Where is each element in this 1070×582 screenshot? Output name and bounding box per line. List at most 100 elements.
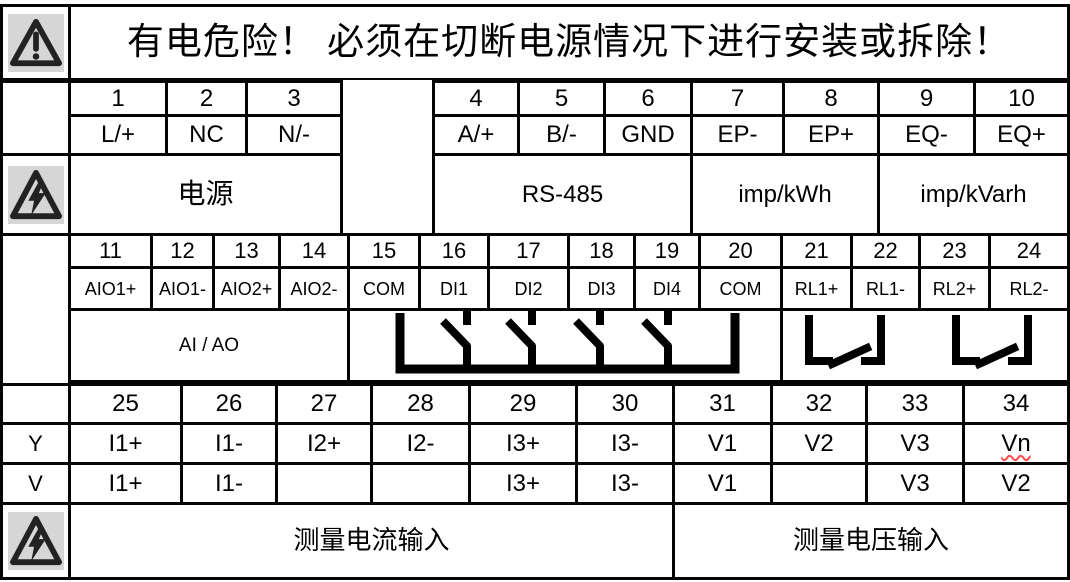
row-y-terminal-33: V3: [865, 422, 965, 465]
row-v-terminal-25: I1+: [68, 462, 183, 505]
row-y-terminal-29: I3+: [468, 422, 578, 465]
terminal-label-4: A/+: [432, 114, 520, 156]
terminal-number-25: 25: [68, 383, 183, 425]
terminal-number-32: 32: [770, 383, 868, 425]
terminal-number-24: 24: [988, 233, 1070, 269]
terminal-label-3: N/-: [245, 114, 343, 156]
row-y-terminal-27: I2+: [275, 422, 373, 465]
terminal-number-27: 27: [275, 383, 373, 425]
terminal-number-14: 14: [278, 233, 350, 269]
row-v-terminal-32: [770, 462, 868, 505]
row-y-terminal-32: V2: [770, 422, 868, 465]
terminal-number-16: 16: [418, 233, 490, 269]
group-label-ai-ao: AI / AO: [68, 308, 350, 383]
row-y-terminal-25: I1+: [68, 422, 183, 465]
row-y-terminal-28: I2-: [370, 422, 471, 465]
hazard-warning-title: 有电危险！ 必须在切断电源情况下进行安装或拆除！: [68, 4, 1070, 81]
warning-icon-background: [7, 13, 64, 72]
terminal-label-1: L/+: [68, 114, 168, 156]
shock-icon-cell-bottom: [0, 502, 71, 580]
left-spacer-cell: [0, 383, 71, 425]
wiring-mode-y-label: Y: [0, 422, 71, 465]
terminal-label-16: DI1: [418, 266, 490, 311]
group-label-imp-kwh: imp/kWh: [690, 153, 880, 236]
row-v-terminal-29: I3+: [468, 462, 578, 505]
shock-icon-cell: [0, 153, 71, 236]
row-y-terminal-30: I3-: [575, 422, 675, 465]
terminal-number-33: 33: [865, 383, 965, 425]
terminal-number-30: 30: [575, 383, 675, 425]
terminal-label-2: NC: [165, 114, 248, 156]
general-warning-icon: [9, 18, 62, 66]
shock-icon-background: [7, 512, 64, 570]
terminal-number-9: 9: [877, 80, 976, 117]
group-label-imp-kvarh: imp/kVarh: [877, 153, 1070, 236]
terminal-number-2: 2: [165, 80, 248, 117]
terminal-number-22: 22: [850, 233, 921, 269]
digital-input-switches-icon: [395, 311, 740, 374]
terminal-number-6: 6: [603, 80, 693, 117]
terminal-number-5: 5: [517, 80, 606, 117]
terminal-number-23: 23: [918, 233, 991, 269]
row-v-terminal-34: V2: [962, 462, 1070, 505]
digital-input-symbol-cell: [347, 308, 783, 383]
terminal-number-10: 10: [973, 80, 1070, 117]
terminal-number-4: 4: [432, 80, 520, 117]
terminal-label-13: AIO2+: [212, 266, 281, 311]
terminal-label-10: EQ+: [973, 114, 1070, 156]
group-label-power: 电源: [68, 153, 343, 236]
terminal-label-14: AIO2-: [278, 266, 350, 311]
relay-contacts-icon: [805, 315, 1032, 370]
row-v-terminal-31: V1: [672, 462, 773, 505]
terminal-number-8: 8: [782, 80, 880, 117]
terminal-label-7: EP-: [690, 114, 785, 156]
group-label-current-input: 测量电流输入: [68, 502, 675, 580]
terminal-label-11: AIO1+: [68, 266, 153, 311]
terminal-label-8: EP+: [782, 114, 880, 156]
terminal-number-12: 12: [150, 233, 215, 269]
electric-shock-icon: [9, 515, 62, 566]
terminal-label-19: DI4: [633, 266, 701, 311]
terminal-number-15: 15: [347, 233, 421, 269]
row-v-terminal-30: I3-: [575, 462, 675, 505]
terminal-number-17: 17: [487, 233, 570, 269]
spacer-column: [340, 80, 435, 236]
terminal-number-7: 7: [690, 80, 785, 117]
terminal-label-9: EQ-: [877, 114, 976, 156]
row-v-terminal-26: I1-: [180, 462, 278, 505]
terminal-label-21: RL1+: [780, 266, 853, 311]
terminal-label-15: COM: [347, 266, 421, 311]
terminal-number-13: 13: [212, 233, 281, 269]
terminal-label-20: COM: [698, 266, 783, 311]
shock-icon-background: [7, 165, 64, 224]
vn-misspell-text: Vn: [1001, 429, 1031, 457]
row-v-terminal-33: V3: [865, 462, 965, 505]
row-y-terminal-26: I1-: [180, 422, 278, 465]
left-spacer-cell: [0, 233, 71, 386]
terminal-number-29: 29: [468, 383, 578, 425]
terminal-label-12: AIO1-: [150, 266, 215, 311]
terminal-number-34: 34: [962, 383, 1070, 425]
warning-icon-cell: [0, 4, 71, 81]
row-y-terminal-34: Vn: [962, 422, 1070, 465]
relay-symbol-cell: [780, 308, 1070, 383]
terminal-number-26: 26: [180, 383, 278, 425]
terminal-number-28: 28: [370, 383, 471, 425]
terminal-number-18: 18: [567, 233, 636, 269]
terminal-label-22: RL1-: [850, 266, 921, 311]
terminal-label-23: RL2+: [918, 266, 991, 311]
electric-shock-icon: [9, 169, 62, 219]
terminal-number-20: 20: [698, 233, 783, 269]
group-label-voltage-input: 测量电压输入: [672, 502, 1070, 580]
terminal-number-21: 21: [780, 233, 853, 269]
terminal-number-1: 1: [68, 80, 168, 117]
wiring-mode-v-label: V: [0, 462, 71, 505]
terminal-label-18: DI3: [567, 266, 636, 311]
row-y-terminal-31: V1: [672, 422, 773, 465]
terminal-number-3: 3: [245, 80, 343, 117]
row-v-terminal-27: [275, 462, 373, 505]
terminal-label-24: RL2-: [988, 266, 1070, 311]
terminal-number-11: 11: [68, 233, 153, 269]
terminal-label-17: DI2: [487, 266, 570, 311]
